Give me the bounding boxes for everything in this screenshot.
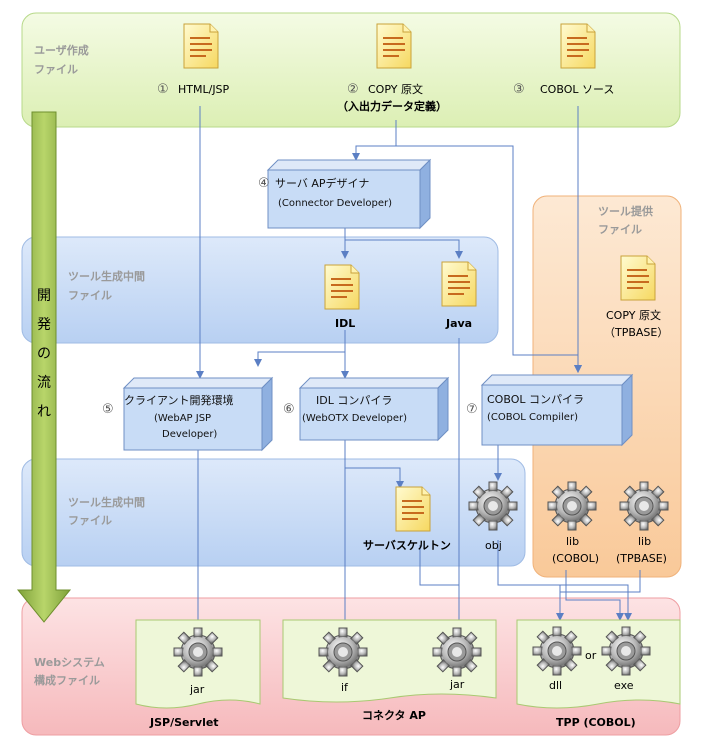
gen-band-2-label: ツール生成中間ファイル	[68, 495, 145, 527]
file-2-number: ②	[347, 82, 359, 97]
cobol-compiler-title: COBOL コンパイラ	[487, 393, 584, 406]
copy-tpbase-sublabel: （TPBASE）	[604, 326, 668, 339]
connection-lines	[194, 106, 641, 629]
idl-compiler-sub: (WebOTX Developer)	[302, 413, 407, 424]
html-jsp-file-icon	[183, 23, 219, 69]
lib-tpbase-label: lib	[638, 535, 651, 548]
dll-gear-icon	[532, 626, 582, 676]
if-label: if	[341, 681, 349, 694]
client-dev-sub1: (WebAP JSP	[154, 413, 211, 424]
client-dev-sub2: Developer)	[162, 429, 217, 440]
designer-number: ④	[258, 176, 270, 191]
designer-title: サーバ APデザイナ	[275, 176, 369, 190]
copy-source-file-icon	[376, 23, 412, 69]
dll-label: dll	[549, 679, 562, 692]
gen-band-1-label: ツール生成中間ファイル	[68, 269, 145, 302]
file-3-number: ③	[513, 82, 525, 97]
client-dev-number: ⑤	[102, 402, 114, 417]
client-dev-env-box	[122, 376, 274, 452]
lib-tpbase-sublabel: (TPBASE)	[616, 552, 667, 565]
connector-jar-label: jar	[449, 678, 465, 691]
tool-band-label: ツール提供ファイル	[598, 204, 653, 236]
copy-tpbase-label: COPY 原文	[606, 308, 661, 322]
server-skeleton-label: サーバスケルトン	[363, 539, 451, 552]
exe-label: exe	[614, 679, 634, 692]
server-skeleton-file-icon	[395, 486, 431, 532]
cobol-source-file-icon	[560, 23, 596, 69]
java-label: Java	[445, 317, 472, 330]
copy-source-label: COPY 原文	[368, 82, 423, 96]
file-1-number: ①	[157, 82, 169, 97]
generated-files-band-1	[21, 236, 499, 344]
idl-compiler-title: IDL コンパイラ	[316, 394, 392, 407]
idl-compiler-number: ⑥	[283, 402, 295, 417]
exe-gear-icon	[601, 626, 651, 676]
cobol-compiler-sub: (COBOL Compiler)	[487, 412, 578, 423]
flow-char: 発	[37, 317, 51, 333]
html-jsp-label: HTML/JSP	[178, 83, 230, 96]
jsp-jar-gear-icon	[173, 627, 223, 677]
server-ap-designer-box	[266, 158, 432, 230]
connector-jar-gear-icon	[432, 627, 482, 677]
flow-char: 開	[37, 288, 51, 304]
web-band-label: Webシステム構成ファイル	[34, 656, 105, 687]
idl-label: IDL	[335, 317, 355, 330]
if-gear-icon	[318, 627, 368, 677]
idl-file-icon	[324, 264, 360, 310]
client-dev-title: クライアント開発環境	[124, 393, 234, 407]
copy-tpbase-file-icon	[620, 255, 656, 301]
designer-subtitle: (Connector Developer)	[278, 198, 392, 209]
cobol-compiler-number: ⑦	[466, 402, 478, 417]
lib-tpbase-gear-icon	[619, 481, 669, 531]
connector-ap-label: コネクタ AP	[362, 709, 426, 722]
jsp-servlet-label: JSP/Servlet	[149, 716, 219, 729]
lib-cobol-gear-icon	[547, 481, 597, 531]
obj-gear-icon	[468, 481, 518, 531]
idl-compiler-box	[298, 376, 450, 442]
or-label: or	[585, 649, 597, 662]
tpp-cobol-label: TPP (COBOL)	[556, 716, 636, 729]
flow-char: れ	[37, 404, 51, 420]
flow-char: の	[37, 346, 51, 362]
cobol-compiler-box	[480, 373, 634, 447]
lib-cobol-label: lib	[566, 535, 579, 548]
development-flow-arrow	[16, 111, 72, 623]
cobol-source-label: COBOL ソース	[540, 83, 614, 96]
lib-cobol-sublabel: (COBOL)	[552, 552, 599, 565]
flow-char: 流	[37, 375, 51, 391]
copy-source-sublabel: （入出力データ定義）	[337, 99, 447, 113]
java-file-icon	[441, 261, 477, 307]
jsp-jar-label: jar	[189, 683, 205, 696]
user-band-label: ユーザ作成ファイル	[34, 43, 89, 76]
obj-label: obj	[485, 539, 502, 552]
